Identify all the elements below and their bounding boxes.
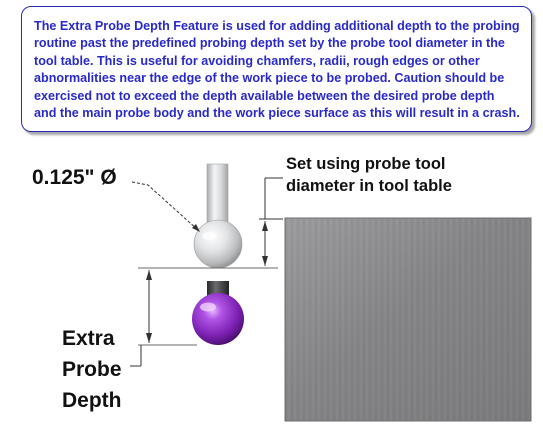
note-line: routine past the predefined probing dept… <box>34 36 505 51</box>
extra-probe-depth-line: Depth <box>62 389 122 412</box>
note-line: The Extra Probe Depth Feature is used fo… <box>34 19 520 33</box>
extra-probe-depth-line: Probe <box>62 358 122 381</box>
description-note-box: The Extra Probe Depth Feature is used fo… <box>21 6 532 132</box>
extra-probe-depth-dimension <box>130 270 197 367</box>
extra-probe-depth-label: Extra Probe Depth <box>62 323 122 416</box>
extended-probe <box>192 281 244 345</box>
reference-probe <box>193 163 243 269</box>
extra-probe-depth-line: Extra <box>62 327 115 350</box>
tool-table-setting-line: Set using probe tool <box>286 155 446 173</box>
note-line: tool table. This is useful for avoiding … <box>34 53 480 68</box>
tool-table-depth-dimension <box>259 177 283 266</box>
note-line: exercised not to exceed the depth availa… <box>34 88 495 103</box>
note-line: abnormalities near the edge of the work … <box>34 71 505 86</box>
tool-table-setting-label: Set using probe tool diameter in tool ta… <box>286 153 452 197</box>
diameter-leader <box>131 181 200 232</box>
tool-table-setting-line: diameter in tool table <box>286 177 452 195</box>
work-piece <box>284 217 532 422</box>
note-line: and the main probe body and the work pie… <box>34 106 520 121</box>
probe-diameter-label: 0.125" Ø <box>32 166 117 189</box>
